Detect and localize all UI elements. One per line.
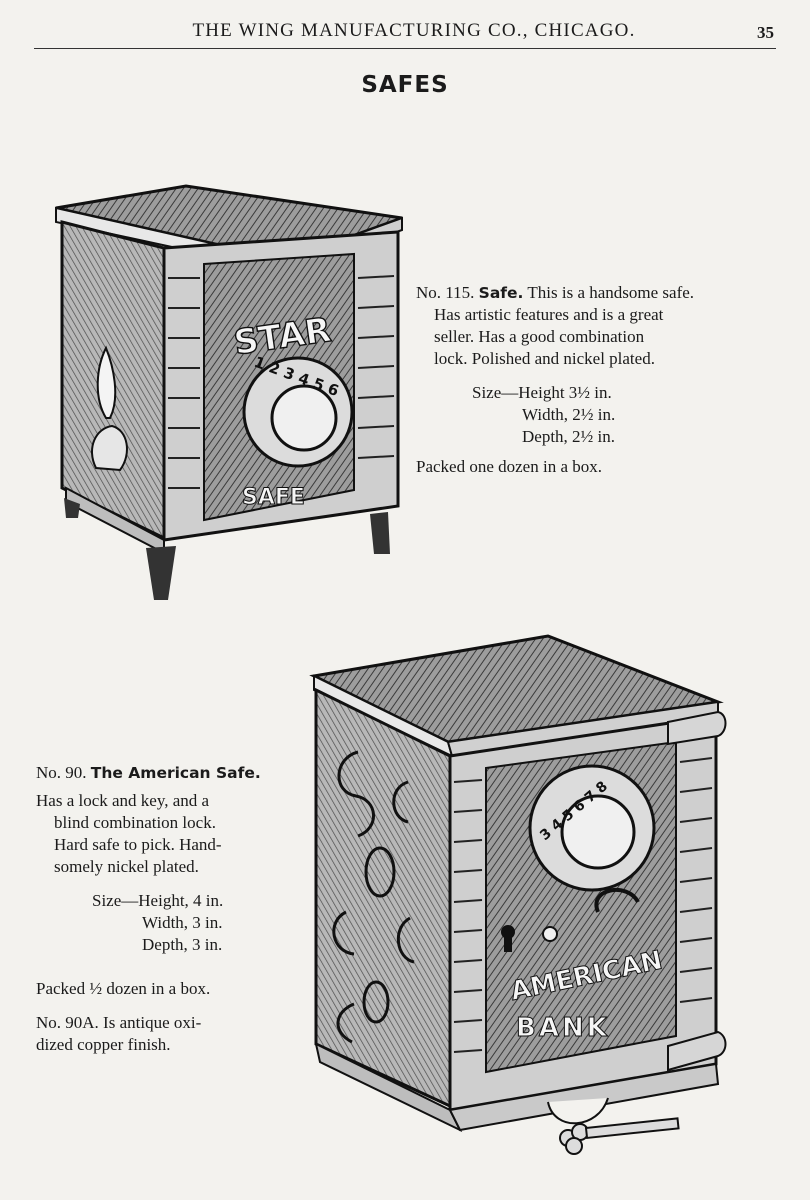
- item-90-size-width: Width, 3 in.: [142, 913, 223, 932]
- item-90a-note-line-1: dized copper finish.: [36, 1035, 171, 1054]
- item-115-line-1: Has artistic features and is a great: [434, 305, 664, 324]
- section-title: SAFES: [361, 72, 449, 98]
- item-90-line-3: somely nickel plated.: [54, 857, 199, 876]
- header-title: THE WING MANUFACTURING CO., CHICAGO.: [192, 20, 636, 41]
- item-115-line-2: seller. Has a good combination: [434, 327, 645, 346]
- item-115-packed: Packed one dozen in a box.: [416, 457, 602, 476]
- item-90-line-1: blind combination lock.: [54, 813, 216, 832]
- item-90-line-0: Has a lock and key, and a: [36, 791, 210, 810]
- item-115-number: No. 115.: [416, 283, 475, 302]
- item-90-name: The American Safe.: [90, 764, 261, 782]
- american-safe-base-text: BANK: [516, 1013, 610, 1043]
- item-115-size-depth: Depth, 2½ in.: [522, 427, 616, 446]
- item-90-description: No. 90. The American Safe. Has a lock an…: [36, 762, 261, 1056]
- item-115-line-0: This is a handsome safe.: [527, 283, 695, 302]
- item-90-number: No. 90.: [36, 763, 87, 782]
- item-115-size-width: Width, 2½ in.: [522, 405, 616, 424]
- page-header: THE WING MANUFACTURING CO., CHICAGO. 35: [34, 18, 776, 49]
- item-90-packed: Packed ½ dozen in a box.: [36, 979, 211, 998]
- item-115-description: No. 115. Safe. This is a handsome safe. …: [416, 282, 694, 478]
- page-number: 35: [757, 23, 774, 42]
- item-115-line-3: lock. Polished and nickel plated.: [434, 349, 655, 368]
- star-safe-illustration: STAR SAFE 1 2 3 4 5 6: [55, 184, 403, 600]
- item-90-size-depth: Depth, 3 in.: [142, 935, 223, 954]
- item-115-name: Safe.: [478, 284, 524, 302]
- item-90-first-line: No. 90. The American Safe.: [36, 762, 261, 784]
- star-safe-base-text: SAFE: [242, 485, 305, 510]
- item-90-size-height: Size—Height, 4 in.: [92, 891, 224, 910]
- american-safe-illustration: AMERICAN BANK 3 4 5 6 7 8: [309, 634, 727, 1155]
- item-115-size-height: Size—Height 3½ in.: [472, 383, 612, 402]
- item-115-first-line: No. 115. Safe. This is a handsome safe.: [416, 282, 694, 304]
- item-90-line-2: Hard safe to pick. Hand-: [54, 835, 222, 854]
- item-90a-note-line-0: No. 90A. Is antique oxi-: [36, 1013, 202, 1032]
